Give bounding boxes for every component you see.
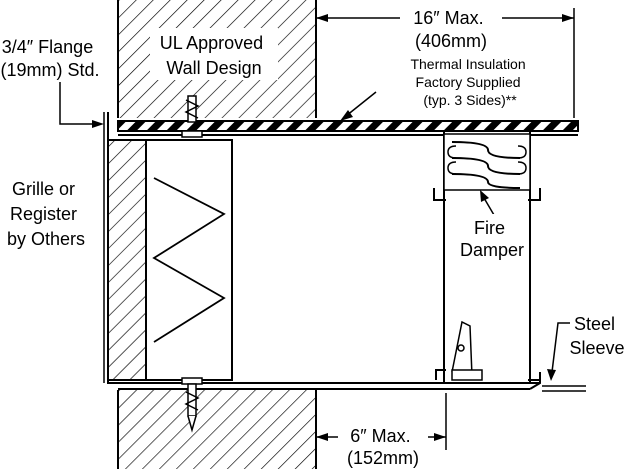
insulation-leader — [340, 91, 377, 121]
grille — [107, 139, 233, 381]
insulation-strip — [117, 120, 579, 132]
lower-wall — [117, 390, 317, 469]
depth-dimension — [315, 393, 447, 450]
upper-screw — [181, 95, 203, 138]
fire-damper — [433, 131, 541, 383]
width-dimension — [315, 8, 575, 118]
insulation-label: Thermal Insulation Factory Supplied (typ… — [410, 56, 529, 108]
sleeve-leader — [547, 322, 570, 381]
flange-leader — [59, 82, 104, 128]
grille-label: Grille or Register by Others — [7, 179, 85, 249]
sleeve-bottom — [108, 380, 586, 392]
lower-screw — [181, 377, 203, 433]
flange-label: 3/4″ Flange (19mm) Std. — [0, 37, 99, 80]
sleeve-label: Steel Sleeve — [569, 314, 624, 358]
depth-label: 6″ Max. (152mm) — [347, 426, 419, 468]
width-label: 16″ Max. (406mm) — [413, 8, 488, 51]
wall-label: UL Approved Wall Design — [160, 33, 268, 78]
damper-leader — [480, 190, 495, 216]
damper-label: Fire Damper — [460, 218, 524, 260]
